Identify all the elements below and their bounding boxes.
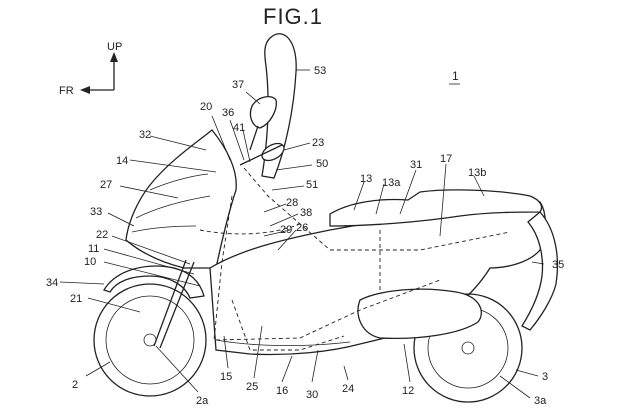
front-label: FR <box>59 85 74 97</box>
label-23: 23 <box>312 137 324 149</box>
frame-dashed-2 <box>243 167 511 251</box>
label-28: 28 <box>286 197 298 209</box>
seat-shape <box>329 189 543 227</box>
figure-title: FIG.1 <box>263 4 324 29</box>
cowl-line-3 <box>131 225 197 233</box>
label-36: 36 <box>222 107 234 119</box>
front-rim <box>105 295 195 385</box>
label-25: 25 <box>246 381 258 393</box>
label-24: 24 <box>342 383 354 395</box>
rear-tire <box>413 293 523 403</box>
label-26: 26 <box>296 222 308 234</box>
label-3a: 3a <box>534 395 547 407</box>
front-cowl-shape <box>125 129 237 269</box>
label-20: 20 <box>200 101 212 113</box>
label-37: 37 <box>232 79 244 91</box>
rear-fender-shape <box>521 211 559 331</box>
rear-hub <box>461 341 475 355</box>
label-10: 10 <box>84 256 96 268</box>
label-35: 35 <box>552 259 564 271</box>
reference-labels: 53 37 20 36 41 23 32 50 14 51 13 13a 31 … <box>46 65 564 407</box>
label-13: 13 <box>360 173 372 185</box>
label-13b: 13b <box>468 167 486 179</box>
label-17: 17 <box>440 153 452 165</box>
mirror-stem <box>249 125 259 151</box>
cowl-line-1 <box>149 173 209 191</box>
up-arrowhead-icon <box>110 52 118 62</box>
front-fork-left <box>153 259 187 347</box>
label-22: 22 <box>96 229 108 241</box>
label-12: 12 <box>402 385 414 397</box>
label-31: 31 <box>410 159 422 171</box>
label-29: 29 <box>280 224 292 236</box>
front-tire <box>93 283 207 397</box>
label-38: 38 <box>300 207 312 219</box>
cowl-line-2 <box>135 195 211 219</box>
leader-lines <box>59 69 545 399</box>
label-30: 30 <box>306 389 318 401</box>
mirror-shape <box>249 95 277 129</box>
label-50: 50 <box>316 158 328 170</box>
label-21: 21 <box>70 293 82 305</box>
ref-main-label: 1 <box>452 69 459 83</box>
frame-dashed-1 <box>213 195 441 341</box>
label-14: 14 <box>116 155 128 167</box>
up-label: UP <box>107 41 122 53</box>
windscreen-shape <box>261 33 297 179</box>
label-34: 34 <box>46 277 58 289</box>
label-32: 32 <box>139 129 151 141</box>
label-2a: 2a <box>196 395 209 407</box>
floor-step-line <box>215 339 351 347</box>
label-11: 11 <box>88 243 99 255</box>
label-2: 2 <box>72 379 78 391</box>
label-3: 3 <box>542 371 548 383</box>
frame-dashed-4 <box>199 223 301 235</box>
front-fender-shape <box>103 265 205 299</box>
handlebar-bar <box>239 144 283 166</box>
front-arrowhead-icon <box>80 86 90 94</box>
label-51: 51 <box>306 179 318 191</box>
handlebar-grip-shape <box>261 142 285 162</box>
label-13a: 13a <box>382 177 401 189</box>
label-27: 27 <box>100 179 112 191</box>
label-16: 16 <box>276 385 288 397</box>
label-33: 33 <box>90 206 102 218</box>
orientation-indicator: UP FR <box>59 41 122 97</box>
front-fork-right <box>159 261 195 349</box>
engine-unit-shape <box>357 288 482 339</box>
frame-dashed-5 <box>231 299 345 351</box>
label-15: 15 <box>220 371 232 383</box>
label-41: 41 <box>233 122 245 134</box>
label-53: 53 <box>314 65 326 77</box>
